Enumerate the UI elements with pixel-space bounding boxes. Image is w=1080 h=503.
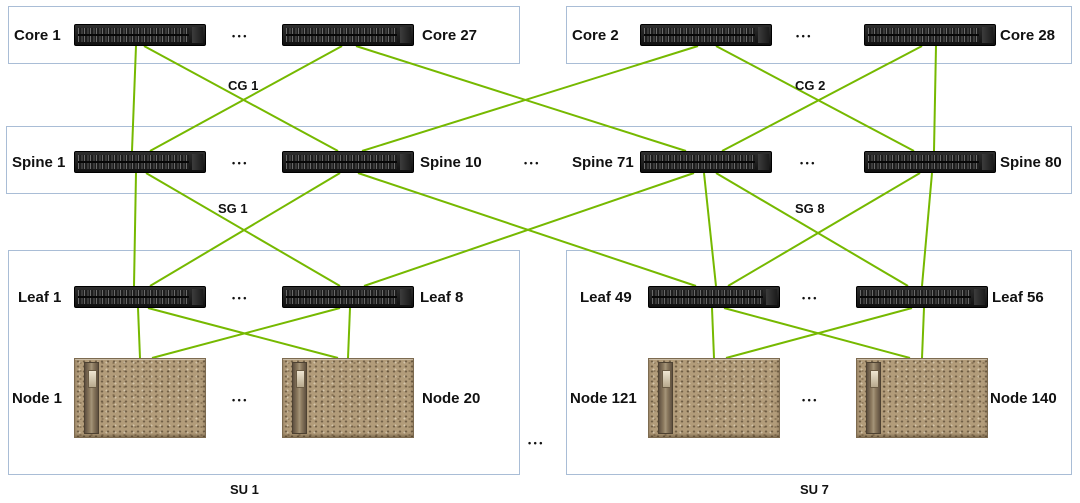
leaf-su1-ellipsis: ••• <box>232 293 249 303</box>
cg-1-label: CG 1 <box>228 78 259 93</box>
core-2-switch-icon <box>640 24 772 46</box>
spine-10-switch-icon <box>282 151 414 173</box>
sg-8-label: SG 8 <box>795 201 825 216</box>
sg-1-label: SG 1 <box>218 201 248 216</box>
node-su1-ellipsis: ••• <box>232 395 249 405</box>
node-20-label: Node 20 <box>422 390 481 407</box>
leaf-56-label: Leaf 56 <box>992 289 1044 306</box>
su-mid-ellipsis: ••• <box>528 438 545 448</box>
spine-mid-ellipsis: ••• <box>524 158 541 168</box>
leaf-49-label: Leaf 49 <box>580 289 632 306</box>
spine-1-switch-icon <box>74 151 206 173</box>
core-1-switch-icon <box>74 24 206 46</box>
node-20-server-icon <box>282 358 414 438</box>
spine-sg1-ellipsis: ••• <box>232 158 249 168</box>
spine-sg8-ellipsis: ••• <box>800 158 817 168</box>
leaf-1-label: Leaf 1 <box>18 289 62 306</box>
node-1-label: Node 1 <box>12 390 63 407</box>
spine-1-label: Spine 1 <box>12 154 66 171</box>
node-1-server-icon <box>74 358 206 438</box>
core-group-2-ellipsis: ••• <box>796 31 813 41</box>
node-121-label: Node 121 <box>570 390 637 407</box>
core-group-1-ellipsis: ••• <box>232 31 249 41</box>
leaf-8-switch-icon <box>282 286 414 308</box>
leaf-56-switch-icon <box>856 286 988 308</box>
core-1-label: Core 1 <box>14 27 61 44</box>
spine-80-switch-icon <box>864 151 996 173</box>
leaf-1-switch-icon <box>74 286 206 308</box>
node-140-server-icon <box>856 358 988 438</box>
su-7-label: SU 7 <box>800 482 829 497</box>
spine-80-label: Spine 80 <box>1000 154 1062 171</box>
core-27-switch-icon <box>282 24 414 46</box>
node-140-label: Node 140 <box>990 390 1057 407</box>
su-1-label: SU 1 <box>230 482 259 497</box>
node-121-server-icon <box>648 358 780 438</box>
core-2-label: Core 2 <box>572 27 619 44</box>
leaf-su7-ellipsis: ••• <box>802 293 819 303</box>
spine-10-label: Spine 10 <box>420 154 482 171</box>
spine-71-label: Spine 71 <box>572 154 634 171</box>
leaf-49-switch-icon <box>648 286 780 308</box>
node-su7-ellipsis: ••• <box>802 395 819 405</box>
cg-2-label: CG 2 <box>795 78 826 93</box>
leaf-8-label: Leaf 8 <box>420 289 464 306</box>
core-28-label: Core 28 <box>1000 27 1056 44</box>
core-28-switch-icon <box>864 24 996 46</box>
spine-71-switch-icon <box>640 151 772 173</box>
su-7-box <box>566 250 1072 475</box>
core-27-label: Core 27 <box>422 27 478 44</box>
